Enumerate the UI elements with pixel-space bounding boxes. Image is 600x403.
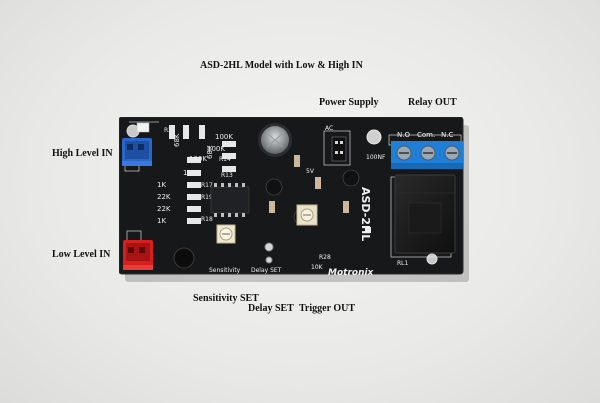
resistor-label: 22K — [157, 205, 171, 213]
resistor-label: 1K — [157, 217, 166, 225]
resistor-label: 100K — [207, 145, 225, 153]
small-capacitors — [269, 155, 349, 213]
relay-terminal-block — [391, 141, 463, 169]
power-supply-header — [331, 136, 347, 162]
100nf-silkscreen: 100NF — [366, 154, 386, 161]
5v-silkscreen: 5V — [306, 168, 315, 175]
high-level-connector — [122, 138, 152, 166]
relay-out-label: Relay OUT — [408, 97, 457, 108]
sensitivity-silkscreen: Sensitivity — [209, 267, 241, 274]
svg-text:R2: R2 — [164, 127, 172, 134]
resistor-array — [169, 125, 236, 224]
resistor-label: 100K — [189, 155, 207, 163]
nc-silkscreen: N.C — [441, 131, 453, 139]
low-level-connector — [123, 240, 153, 270]
r28-silkscreen: R28 — [319, 254, 331, 261]
delay-silkscreen: Delay SET — [251, 267, 282, 274]
sensitivity-pot — [216, 224, 236, 244]
resistor-label: 68K — [206, 145, 214, 159]
microphone-sensor — [173, 247, 195, 269]
resistor-label: R17 — [201, 182, 213, 189]
resistor-label: 68K — [173, 133, 181, 147]
sensitivity-set-label: Sensitivity SET — [193, 293, 259, 304]
rl1-silkscreen: RL1 — [397, 260, 409, 267]
com-silkscreen: Com. — [417, 131, 435, 139]
resistor-label: R18 — [201, 216, 213, 223]
pcb-board: R2 100K 100K 100K 100K — [119, 117, 469, 282]
power-supply-label: Power Supply — [319, 97, 379, 108]
delay-trimmer — [296, 204, 318, 226]
electrolytic-capacitor — [258, 123, 292, 157]
10k-silkscreen: 10K — [311, 264, 324, 271]
model-silkscreen: ASD-2HL — [359, 187, 372, 241]
pcb-body — [119, 117, 463, 274]
resistor-label: R14 — [219, 156, 231, 163]
resistor-label: 100K — [183, 169, 201, 177]
no-silkscreen: N.O — [397, 131, 410, 139]
resistor-label: R13 — [221, 172, 233, 179]
ic-chip — [210, 183, 250, 217]
title-label: ASD-2HL Model with Low & High IN — [200, 60, 363, 71]
high-level-in-label: High Level IN — [52, 148, 113, 159]
delay-set-label: Delay SET — [248, 303, 294, 314]
relay — [394, 174, 456, 254]
status-led — [365, 227, 371, 233]
resistor-label: 100K — [215, 133, 233, 141]
resistor-label: 1K — [157, 181, 166, 189]
trigger-out-pins — [264, 242, 274, 264]
trigger-out-label: Trigger OUT — [299, 303, 356, 314]
brand-silkscreen: Motronix — [328, 268, 375, 278]
resistor-label: R19 — [201, 194, 213, 201]
ac-silkscreen: AC — [325, 125, 333, 132]
resistor-label: 22K — [157, 193, 171, 201]
low-level-in-label: Low Level IN — [52, 249, 111, 260]
